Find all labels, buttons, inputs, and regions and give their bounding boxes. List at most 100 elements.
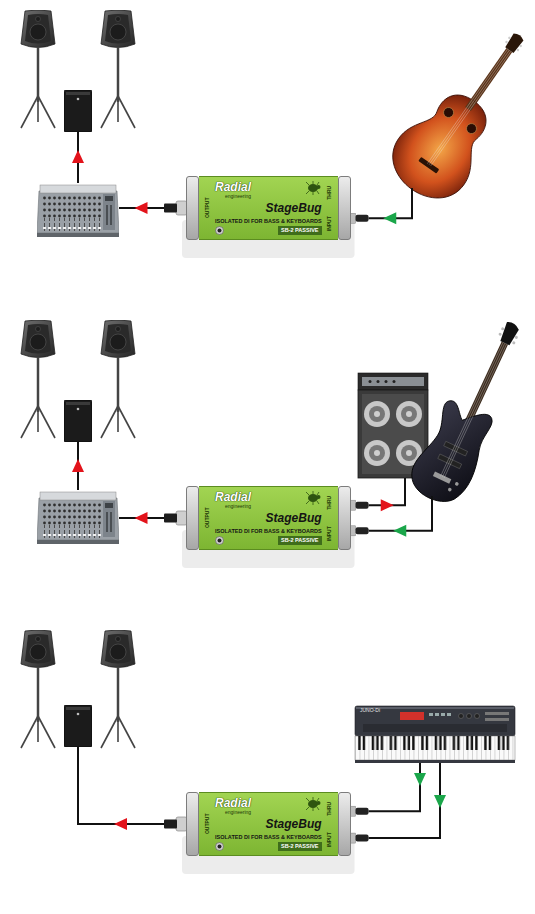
bug-icon	[306, 798, 309, 801]
bass-guitar	[447, 487, 452, 492]
jack-strip: THRUINPUT	[325, 177, 335, 239]
brand-row: StageBug	[215, 512, 322, 525]
acoustic-guitar	[379, 12, 535, 212]
bug-icon	[312, 808, 313, 811]
di-panel: RadialengineeringStageBugISOLATED DI FOR…	[212, 177, 325, 239]
bass-amp	[406, 411, 412, 417]
signal-arrow	[72, 150, 84, 163]
logo-block: Radialengineering	[215, 181, 251, 200]
keyboard	[355, 736, 515, 760]
bug-icon	[312, 502, 313, 505]
jack-plug	[356, 835, 369, 842]
logo-row: Radialengineering	[215, 491, 322, 510]
jack-strip: OUTPUT	[202, 487, 212, 549]
cable	[369, 763, 440, 838]
bass-guitar	[404, 310, 535, 510]
model-badge-text: JUNO-Di	[360, 708, 380, 714]
cable	[369, 478, 405, 505]
product-name: StageBug	[266, 202, 322, 215]
di-panel: RadialengineeringStageBugISOLATED DI FOR…	[212, 793, 325, 855]
keyboard	[400, 712, 424, 720]
end-cap	[186, 486, 199, 550]
model-slot: SB-2 PASSIVE	[278, 842, 322, 850]
pa-system	[21, 10, 135, 237]
signal-arrow	[72, 459, 84, 472]
brand-logo: Radial	[215, 797, 251, 810]
jack-label: INPUT	[327, 526, 333, 541]
bass-amp	[374, 450, 380, 456]
subwoofer	[64, 705, 92, 747]
jack-plug	[356, 502, 369, 509]
jack-plug	[356, 808, 369, 815]
mixer	[37, 185, 119, 237]
xlr-plug	[164, 820, 177, 829]
keyboard	[467, 714, 472, 719]
acoustic-guitar	[431, 51, 511, 166]
cable	[369, 188, 412, 218]
ground-switch	[218, 845, 222, 849]
bug-icon	[317, 182, 319, 185]
cable	[78, 747, 164, 824]
acoustic-guitar	[516, 48, 519, 51]
model-name: SB-2 PASSIVE	[278, 536, 322, 544]
keyboard	[485, 712, 509, 715]
brand-logo: Radial	[215, 491, 251, 504]
bug-icon	[312, 491, 313, 494]
signal-arrow	[135, 202, 148, 214]
keyboard	[485, 718, 509, 721]
product-description: ISOLATED DI FOR BASS & KEYBOARDS	[215, 218, 322, 224]
subwoofer	[64, 90, 92, 132]
ground-switch	[215, 226, 224, 235]
di-box: OUTPUTRadialengineeringStageBugISOLATED …	[186, 176, 351, 240]
jack-strip: OUTPUT	[202, 177, 212, 239]
bug-icon	[308, 494, 318, 502]
bass-amp	[362, 377, 424, 386]
bass-amp	[406, 450, 412, 456]
pa-system	[21, 320, 135, 544]
bass-guitar	[514, 335, 518, 339]
acoustic-guitar	[465, 122, 479, 136]
bass-guitar	[433, 472, 451, 484]
product-name: StageBug	[266, 818, 322, 831]
signal-arrow	[434, 795, 446, 808]
bass-amp	[369, 406, 385, 422]
bass-amp	[369, 380, 372, 383]
bug-icon	[312, 797, 313, 800]
keyboard	[475, 714, 480, 719]
model-slot: SB-2 PASSIVE	[278, 226, 322, 234]
acoustic-guitar	[418, 157, 439, 174]
bass-guitar	[499, 321, 521, 346]
di-box: OUTPUTRadialengineeringStageBugISOLATED …	[186, 486, 351, 550]
logo-subtitle: engineering	[225, 504, 251, 510]
logo-subtitle: engineering	[225, 810, 251, 816]
product-name: StageBug	[266, 512, 322, 525]
bug-icon	[317, 191, 319, 194]
di-face: OUTPUTRadialengineeringStageBugISOLATED …	[199, 486, 338, 550]
bass-amp	[364, 401, 390, 427]
brand-row: StageBug	[215, 818, 322, 831]
pa-speaker	[101, 320, 135, 438]
acoustic-guitar	[429, 50, 509, 165]
product-description: ISOLATED DI FOR BASS & KEYBOARDS	[215, 834, 322, 840]
bass-guitar	[501, 327, 505, 331]
bass-amp	[369, 445, 385, 461]
di-panel: RadialengineeringStageBugISOLATED DI FOR…	[212, 487, 325, 549]
logo-row: Radialengineering	[215, 797, 322, 816]
pa-system	[21, 630, 135, 748]
bug-icon	[306, 182, 309, 185]
bug-icon	[306, 807, 309, 810]
bass-guitar	[441, 342, 504, 476]
signal-arrow	[383, 212, 396, 224]
keyboard	[355, 706, 515, 736]
bug-icon	[304, 491, 322, 505]
jack-strip: THRUINPUT	[325, 793, 335, 855]
subwoofer	[64, 400, 92, 442]
keyboard	[355, 736, 515, 750]
bug-icon	[317, 501, 319, 504]
bug-icon	[306, 501, 309, 504]
logo-subtitle: engineering	[225, 194, 251, 200]
signal-arrow	[414, 773, 426, 786]
bug-icon	[317, 492, 319, 495]
keyboard	[447, 713, 451, 716]
